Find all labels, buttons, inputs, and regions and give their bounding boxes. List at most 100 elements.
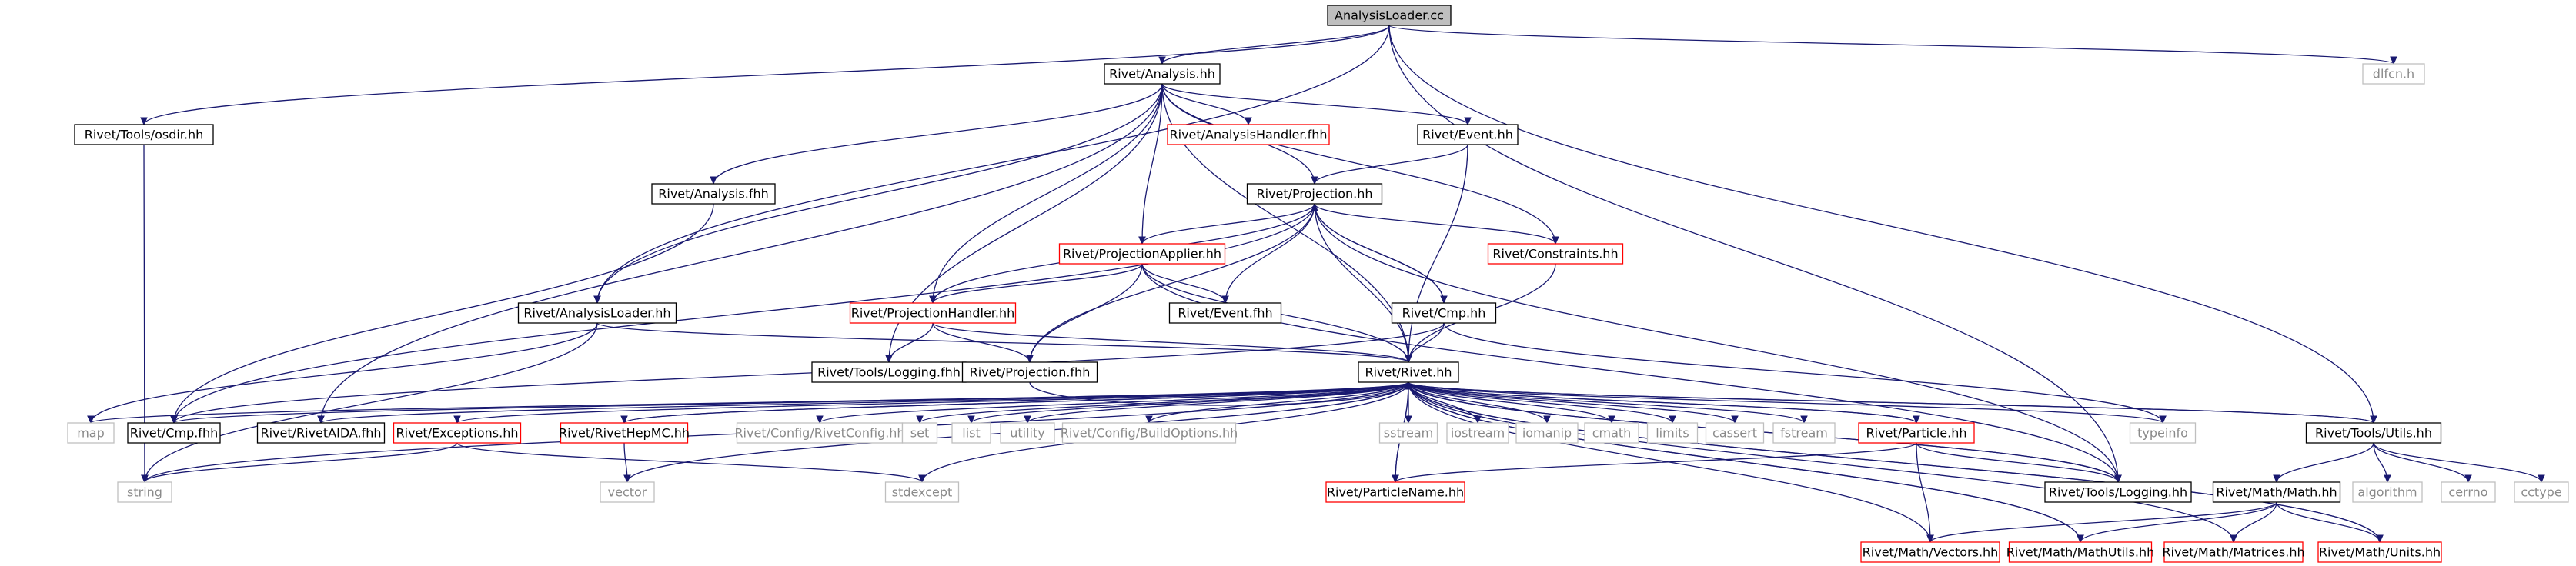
node-fstream: fstream bbox=[1772, 422, 1836, 444]
node-label: Rivet/RivetAIDA.fhh bbox=[260, 426, 381, 441]
edge-rivet-rivet-hh-to-rivet-math-matrices-hh bbox=[1408, 381, 2237, 544]
node-box bbox=[2362, 63, 2425, 85]
node-rivet-cmp-fhh[interactable]: Rivet/Cmp.fhh bbox=[127, 422, 221, 444]
node-box bbox=[67, 422, 115, 444]
edge-analysisloader-cc-to-dlfcn-h bbox=[1388, 25, 2397, 65]
edge-layer bbox=[87, 25, 2545, 544]
node-rivet-projectionapplier-hh[interactable]: Rivet/ProjectionApplier.hh bbox=[1058, 243, 1226, 265]
node-label: Rivet/Tools/osdir.hh bbox=[85, 128, 204, 142]
node-rivet-tools-logging-fhh[interactable]: Rivet/Tools/Logging.fhh bbox=[811, 361, 967, 383]
edge-rivet-math-math-hh-to-rivet-math-units-hh bbox=[2276, 501, 2384, 544]
node-cctype: cctype bbox=[2514, 481, 2569, 503]
node-rivet-math-math-hh[interactable]: Rivet/Math/Math.hh bbox=[2212, 481, 2341, 503]
node-rivet-rivet-hh[interactable]: Rivet/Rivet.hh bbox=[1358, 361, 1459, 383]
node-box bbox=[1860, 541, 2000, 563]
node-box bbox=[961, 361, 1098, 383]
node-box bbox=[2305, 422, 2442, 444]
node-box bbox=[1058, 243, 1226, 265]
edge-rivet-projection-hh-to-rivet-projectionapplier-hh bbox=[1138, 203, 1315, 245]
edge-rivet-analysisloader-hh-to-rivet-rivet-hh bbox=[596, 322, 1412, 364]
node-box bbox=[651, 183, 776, 205]
node-rivet-particlename-hh[interactable]: Rivet/ParticleName.hh bbox=[1325, 481, 1465, 503]
node-box bbox=[1446, 422, 1509, 444]
node-rivet-tools-osdir-hh[interactable]: Rivet/Tools/osdir.hh bbox=[74, 124, 214, 145]
node-rivet-math-units-hh[interactable]: Rivet/Math/Units.hh bbox=[2317, 541, 2442, 563]
node-box bbox=[1417, 124, 1519, 145]
node-label: Rivet/RivetHepMC.hh bbox=[559, 426, 690, 441]
node-rivet-math-matrices-hh[interactable]: Rivet/Math/Matrices.hh bbox=[2162, 541, 2305, 563]
node-label: Rivet/Tools/Logging.hh bbox=[2049, 485, 2187, 500]
node-box bbox=[884, 481, 960, 503]
node-box bbox=[1705, 422, 1765, 444]
node-label: Rivet/AnalysisHandler.fhh bbox=[1170, 128, 1328, 142]
node-label: dlfcn.h bbox=[2373, 67, 2414, 82]
node-box bbox=[2514, 481, 2569, 503]
node-rivet-analysis-fhh[interactable]: Rivet/Analysis.fhh bbox=[651, 183, 776, 205]
edge-rivet-particle-hh-to-rivet-particlename-hh bbox=[1392, 442, 1917, 484]
node-rivet-rivethepmc-hh[interactable]: Rivet/RivetHepMC.hh bbox=[559, 422, 690, 444]
node-box bbox=[736, 422, 904, 444]
node-rivet-tools-logging-hh[interactable]: Rivet/Tools/Logging.hh bbox=[2044, 481, 2192, 503]
node-rivet-event-hh[interactable]: Rivet/Event.hh bbox=[1417, 124, 1519, 145]
node-box bbox=[1858, 422, 1975, 444]
edge-analysisloader-cc-to-rivet-tools-osdir-hh bbox=[140, 25, 1390, 126]
edge-rivet-event-hh-to-rivet-rivet-hh bbox=[1405, 144, 1468, 364]
node-rivet-projectionhandler-hh[interactable]: Rivet/ProjectionHandler.hh bbox=[849, 302, 1017, 324]
node-label: iostream bbox=[1451, 426, 1505, 441]
edge-rivet-tools-utils-hh-to-algorithm bbox=[2373, 442, 2391, 484]
node-rivet-analysis-hh[interactable]: Rivet/Analysis.hh bbox=[1104, 63, 1221, 85]
node-rivet-analysishandler-fhh[interactable]: Rivet/AnalysisHandler.fhh bbox=[1167, 124, 1330, 145]
node-label: vector bbox=[608, 485, 647, 500]
node-rivet-projection-hh[interactable]: Rivet/Projection.hh bbox=[1246, 183, 1383, 205]
node-label: Rivet/Event.hh bbox=[1422, 128, 1513, 142]
edge-rivet-analysisloader-hh-to-string bbox=[141, 322, 598, 484]
node-analysisloader-cc[interactable]: AnalysisLoader.cc bbox=[1327, 5, 1452, 26]
node-box bbox=[1391, 302, 1497, 324]
node-iostream: iostream bbox=[1446, 422, 1509, 444]
edge-rivet-analysis-hh-to-rivet-analysishandler-fhh bbox=[1161, 83, 1252, 126]
node-label: list bbox=[962, 426, 981, 441]
node-rivet-event-fhh[interactable]: Rivet/Event.fhh bbox=[1168, 302, 1282, 324]
node-label: fstream bbox=[1780, 426, 1828, 441]
node-label: Rivet/Analysis.fhh bbox=[658, 187, 768, 201]
node-box bbox=[1515, 422, 1579, 444]
edge-rivet-analysis-hh-to-rivet-event-hh bbox=[1161, 83, 1472, 126]
node-rivet-tools-utils-hh[interactable]: Rivet/Tools/Utils.hh bbox=[2305, 422, 2442, 444]
node-box bbox=[1327, 5, 1452, 26]
node-rivet-exceptions-hh[interactable]: Rivet/Exceptions.hh bbox=[393, 422, 522, 444]
node-rivet-config-buildoptions-hh: Rivet/Config/BuildOptions.hh bbox=[1061, 422, 1238, 444]
node-rivet-projection-fhh[interactable]: Rivet/Projection.fhh bbox=[961, 361, 1098, 383]
node-box bbox=[127, 422, 221, 444]
node-list: list bbox=[951, 422, 991, 444]
node-label: Rivet/Particle.hh bbox=[1866, 426, 1966, 441]
edge-rivet-tools-utils-hh-to-rivet-math-math-hh bbox=[2273, 442, 2374, 484]
edge-rivet-rivet-hh-to-rivet-config-buildoptions-hh bbox=[1145, 381, 1409, 424]
node-rivet-analysisloader-hh[interactable]: Rivet/AnalysisLoader.hh bbox=[517, 302, 677, 324]
node-box bbox=[2212, 481, 2341, 503]
node-label: map bbox=[77, 426, 105, 441]
node-rivet-math-mathutils-hh[interactable]: Rivet/Math/MathUtils.hh bbox=[2006, 541, 2155, 563]
node-rivet-rivetaida-fhh[interactable]: Rivet/RivetAIDA.fhh bbox=[256, 422, 386, 444]
node-box bbox=[1325, 481, 1465, 503]
node-rivet-particle-hh[interactable]: Rivet/Particle.hh bbox=[1858, 422, 1975, 444]
node-box bbox=[2129, 422, 2197, 444]
edge-rivet-rivet-hh-to-rivet-rivetaida-fhh bbox=[317, 381, 1409, 424]
node-rivet-constraints-hh[interactable]: Rivet/Constraints.hh bbox=[1487, 243, 1624, 265]
edge-rivet-tools-utils-hh-to-rivet-rivet-hh bbox=[1405, 381, 2374, 424]
node-rivet-math-vectors-hh[interactable]: Rivet/Math/Vectors.hh bbox=[1860, 541, 2000, 563]
node-label: algorithm bbox=[2357, 485, 2417, 500]
node-rivet-config-rivetconfig-hh: Rivet/Config/RivetConfig.hh bbox=[734, 422, 905, 444]
node-box bbox=[2317, 541, 2442, 563]
node-label: sstream bbox=[1384, 426, 1433, 441]
node-box bbox=[1104, 63, 1221, 85]
node-label: Rivet/Math/MathUtils.hh bbox=[2006, 545, 2155, 560]
edge-rivet-rivet-hh-to-cassert bbox=[1408, 381, 1739, 424]
node-string: string bbox=[117, 481, 172, 503]
edge-rivet-exceptions-hh-to-string bbox=[141, 442, 458, 484]
node-box bbox=[901, 422, 938, 444]
edge-rivet-rivet-hh-to-iomanip bbox=[1408, 381, 1551, 424]
node-label: Rivet/Tools/Utils.hh bbox=[2315, 426, 2432, 441]
edge-rivet-rivet-hh-to-limits bbox=[1408, 381, 1676, 424]
node-label: iomanip bbox=[1522, 426, 1572, 441]
node-rivet-cmp-hh[interactable]: Rivet/Cmp.hh bbox=[1391, 302, 1497, 324]
